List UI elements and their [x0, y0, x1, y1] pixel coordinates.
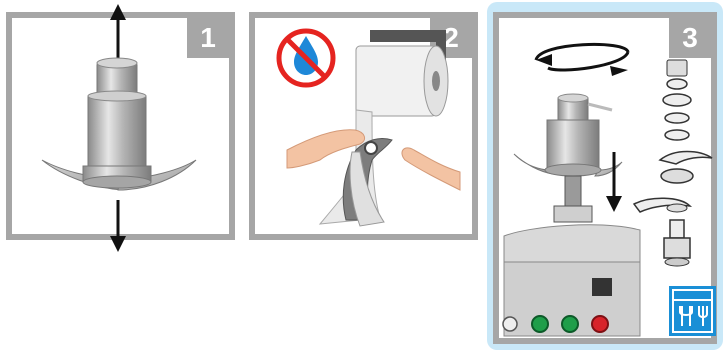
up-arrow-icon: [110, 4, 126, 20]
blade-assembly-1: [42, 4, 196, 252]
green-button-icon: [532, 316, 548, 332]
red-button-icon: [592, 316, 608, 332]
exploded-parts: [634, 60, 712, 266]
rotate-arrows-icon: [536, 44, 628, 76]
down-arrow-icon: [606, 152, 622, 212]
down-arrow-icon: [110, 236, 126, 252]
machine-base: [503, 225, 640, 336]
green-button-icon: [562, 316, 578, 332]
paper-towel-roll: [320, 30, 448, 224]
dishwasher-icon: [669, 286, 716, 336]
no-water-icon: [279, 31, 333, 85]
button-icon: [503, 317, 517, 331]
blade-assembly-3: [514, 94, 622, 222]
